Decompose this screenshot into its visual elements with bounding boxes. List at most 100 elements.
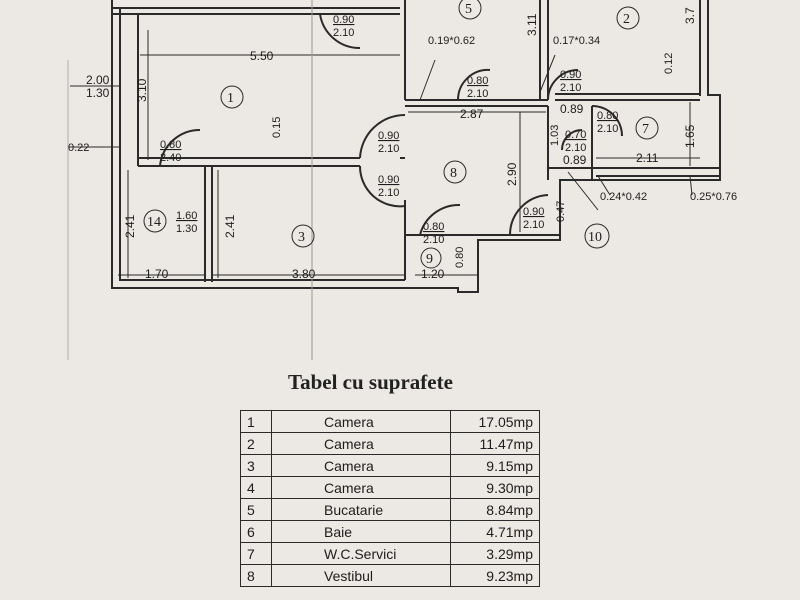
row-number: 4: [240, 476, 272, 499]
room-label-10: 10: [588, 230, 602, 245]
window-label: 1.30: [176, 223, 197, 235]
room-label-9: 9: [426, 252, 433, 267]
room-area: 9.30mp: [450, 476, 540, 499]
room-name: Camera: [271, 432, 451, 455]
door-label: 0.80: [423, 221, 444, 233]
window-label: 1.60: [176, 210, 197, 222]
door-label: 2.10: [378, 187, 399, 199]
row-number: 1: [240, 410, 272, 433]
dim-0-89-b: 0.89: [563, 153, 587, 167]
dim-1-03: 1.03: [549, 125, 561, 146]
dim-0-22: 0.22: [68, 142, 89, 154]
door-label: 0.70: [565, 129, 586, 141]
dim-0-47: 0.47: [555, 201, 567, 222]
row-number: 8: [240, 564, 272, 587]
table-title: Tabel cu suprafete: [288, 370, 453, 394]
door-label: 2.10: [378, 143, 399, 155]
dim-0-12: 0.12: [663, 53, 675, 74]
dim-1-30: 1.30: [86, 86, 110, 100]
door-label: 2.10: [565, 142, 586, 154]
room-label-3: 3: [298, 230, 305, 245]
vent-0-19x0-62: 0.19*0.62: [428, 35, 475, 47]
row-number: 2: [240, 432, 272, 455]
outer-wall: [111, 0, 721, 293]
door-swing: [159, 128, 201, 167]
dim-0-15: 0.15: [271, 117, 283, 138]
door-swing: [359, 113, 406, 159]
dim-0-80-v: 0.80: [454, 247, 466, 268]
door-swing: [561, 129, 583, 151]
door-label: 2.10: [523, 219, 544, 231]
door-swing: [419, 203, 461, 236]
door-label: 2.10: [467, 88, 488, 100]
room-area: 11.47mp: [450, 432, 540, 455]
door-label: 0.90: [378, 174, 399, 186]
dim-3-11: 3.11: [525, 13, 539, 36]
door-label: 2.10: [597, 123, 618, 135]
dim-3-10: 3.10: [135, 78, 149, 102]
door-label: 0.80: [160, 139, 181, 151]
row-number: 3: [240, 454, 272, 477]
row-number: 6: [240, 520, 272, 543]
dim-1-20: 1.20: [421, 267, 445, 281]
dim-3-7: 3.7: [683, 7, 697, 24]
room-name: Camera: [271, 410, 451, 433]
door-label: 2.40: [160, 152, 181, 164]
door-label: 0.90: [333, 14, 354, 26]
room-name: Camera: [271, 454, 451, 477]
dim-2-00: 2.00: [86, 73, 110, 87]
door-label: 2.10: [560, 82, 581, 94]
dim-2-41-a: 2.41: [123, 214, 137, 238]
room-area: 4.71mp: [450, 520, 540, 543]
dim-2-41-b: 2.41: [223, 214, 237, 238]
row-number: 5: [240, 498, 272, 521]
room-name: Camera: [271, 476, 451, 499]
room-area: 8.84mp: [450, 498, 540, 521]
door-swing: [358, 165, 406, 208]
room-label-7: 7: [642, 122, 649, 137]
door-label: 0.90: [560, 69, 581, 81]
door-label: 0.80: [597, 110, 618, 122]
outer-wall-inner: [119, 8, 405, 281]
room-label-2: 2: [623, 12, 630, 27]
vent-0-24x0-42: 0.24*0.42: [600, 191, 647, 203]
door-swing: [508, 194, 549, 236]
room-area: 17.05mp: [450, 410, 540, 433]
room-area: 9.23mp: [450, 564, 540, 587]
room-name: Baie: [271, 520, 451, 543]
door-swing: [319, 13, 361, 50]
row-number: 7: [240, 542, 272, 565]
dim-1-70: 1.70: [145, 267, 169, 281]
room-label-5: 5: [465, 2, 472, 17]
door-label: 2.10: [333, 27, 354, 39]
room-label-8: 8: [450, 166, 457, 181]
room-name: Vestibul: [271, 564, 451, 587]
floor-plan-drawing: 5 2 1 8 3 7 9 10 14 5.50 3.10 2.00 1.30 …: [67, 0, 737, 360]
room-area: 3.29mp: [450, 542, 540, 565]
dim-5-50: 5.50: [250, 49, 274, 63]
room-label-14: 14: [147, 215, 161, 230]
dim-1-65: 1.65: [683, 124, 697, 148]
door-label: 0.90: [523, 206, 544, 218]
door-swing: [591, 105, 623, 137]
dim-2-11: 2.11: [636, 151, 659, 165]
door-label: 0.80: [467, 75, 488, 87]
door-label: 2.10: [423, 234, 444, 246]
dim-2-87: 2.87: [460, 107, 484, 121]
door-swing: [456, 68, 491, 101]
dim-0-89-a: 0.89: [560, 102, 584, 116]
door-label: 0.90: [378, 130, 399, 142]
dim-3-80: 3.80: [292, 267, 316, 281]
room-area: 9.15mp: [450, 454, 540, 477]
vent-0-25x0-76: 0.25*0.76: [690, 191, 737, 203]
room-label-1: 1: [227, 91, 234, 106]
